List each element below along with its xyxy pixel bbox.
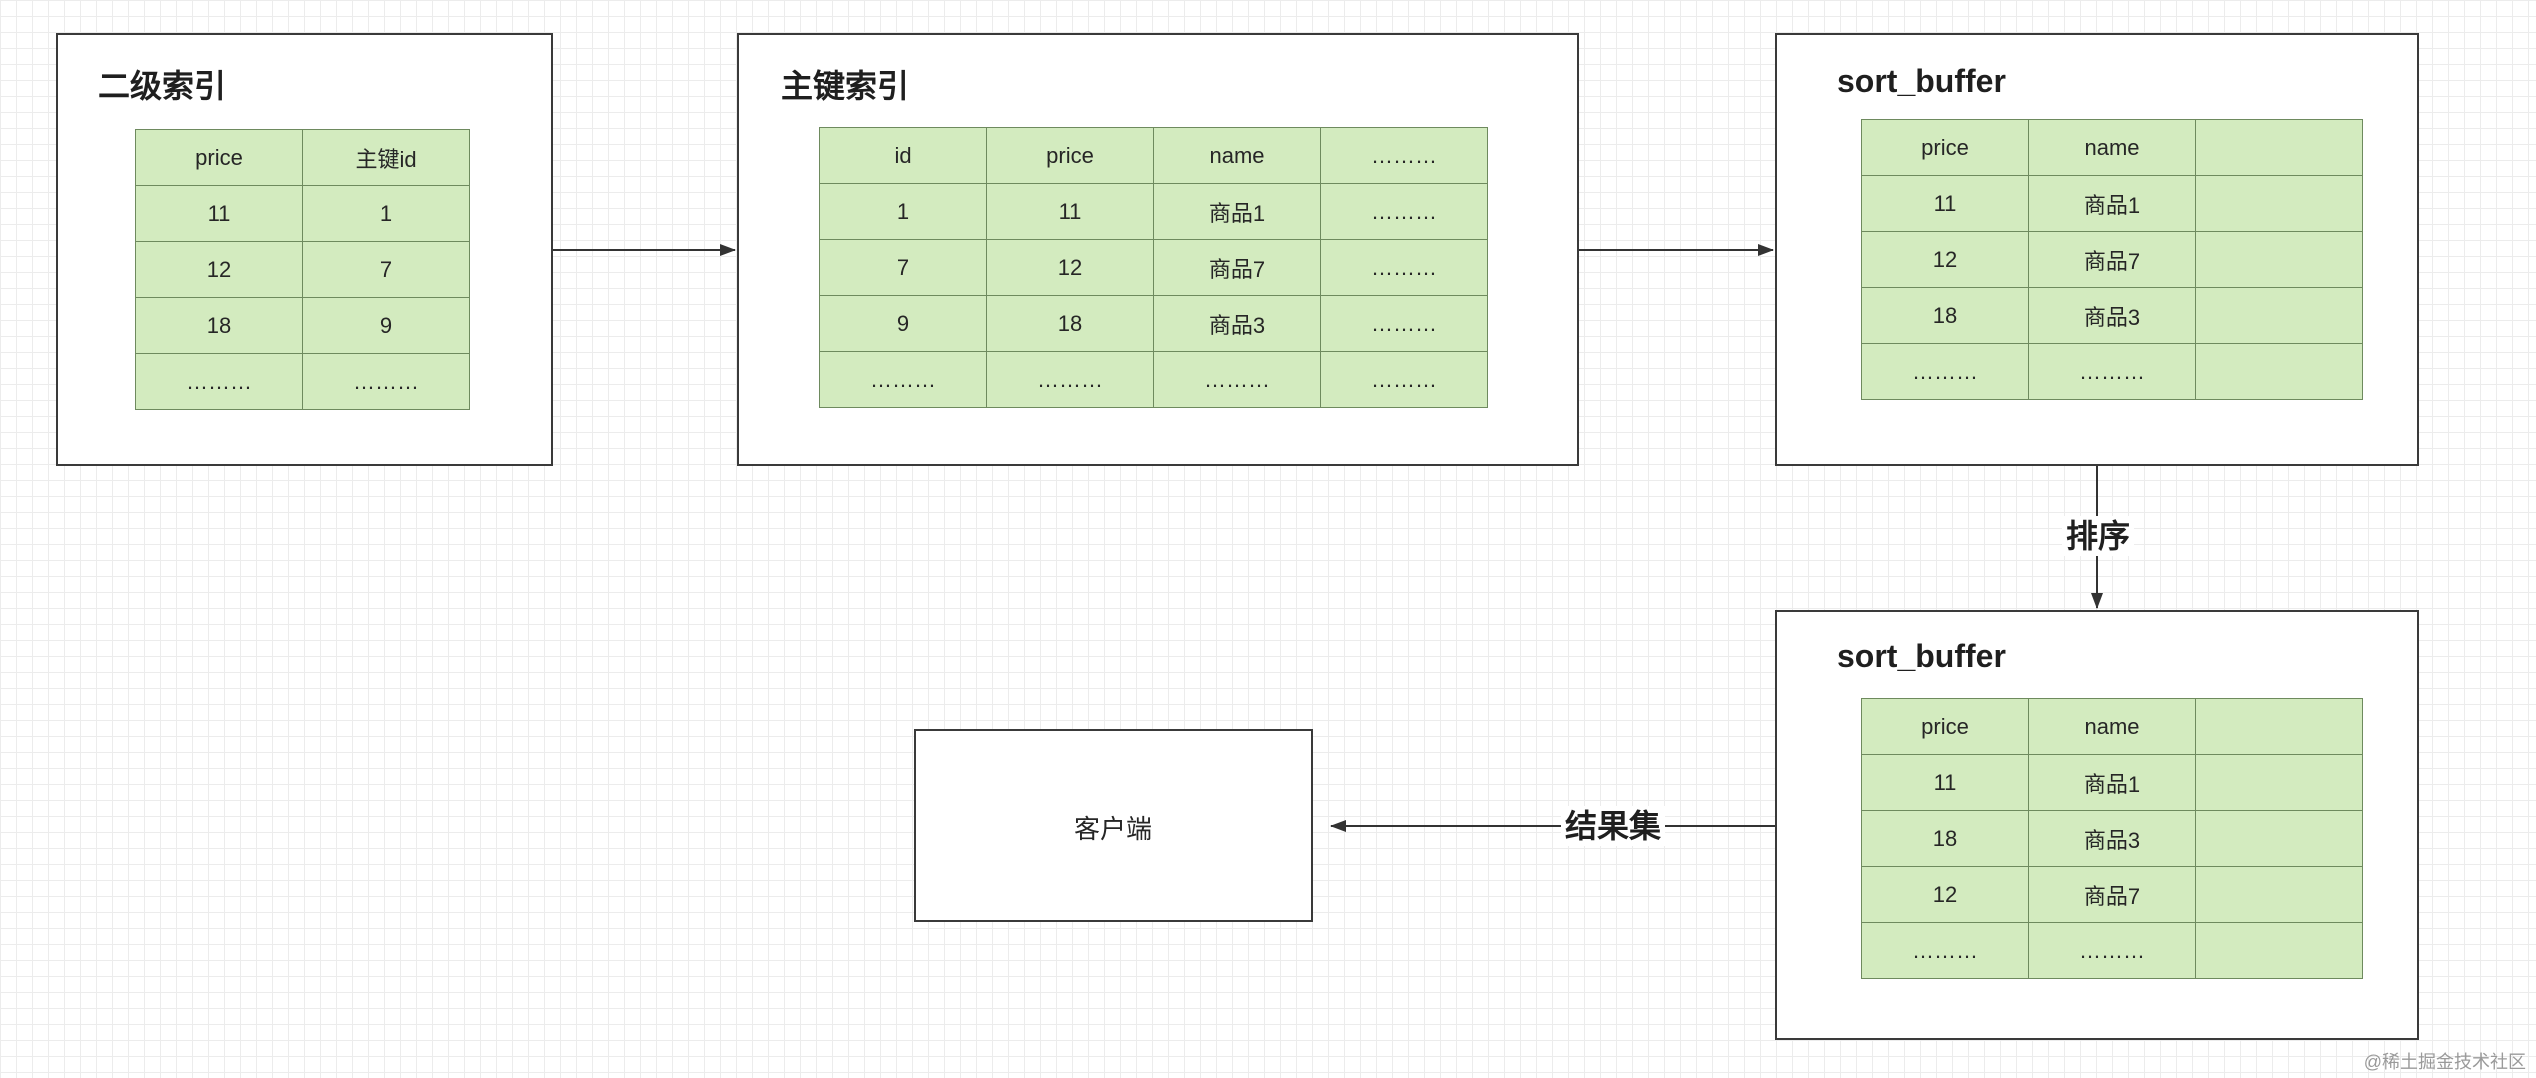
edge-label-sort: 排序 [2062, 516, 2135, 556]
table-cell: 12 [1861, 866, 2029, 923]
table-cell: 11 [986, 183, 1154, 240]
client-node: 客户端 [914, 729, 1313, 922]
table-cell: 18 [1861, 287, 2029, 344]
table-cell: ……… [2028, 343, 2196, 400]
table-cell [2195, 866, 2363, 923]
table-cell: 18 [986, 295, 1154, 352]
table-cell: 12 [1861, 231, 2029, 288]
table-cell [2195, 287, 2363, 344]
table-cell: ……… [1153, 351, 1321, 408]
table-cell [2195, 922, 2363, 979]
table-cell: 18 [135, 297, 303, 354]
table-cell: ……… [1861, 922, 2029, 979]
table-cell: 11 [135, 185, 303, 242]
table-cell: 18 [1861, 810, 2029, 867]
secondary-index-title: 二级索引 [98, 68, 227, 104]
table-cell: ……… [1320, 183, 1488, 240]
table-cell: 9 [819, 295, 987, 352]
table-header-cell: price [986, 127, 1154, 184]
table-cell: ……… [1320, 351, 1488, 408]
table-cell: 11 [1861, 754, 2029, 811]
table-header-cell: ……… [1320, 127, 1488, 184]
table-cell: 12 [986, 239, 1154, 296]
table-row: ……………… [1861, 922, 2363, 979]
table-cell: 7 [819, 239, 987, 296]
table-cell: ……… [1320, 295, 1488, 352]
table-header-cell: name [2028, 698, 2196, 755]
table-cell: ……… [135, 353, 303, 410]
watermark-text: @稀土掘金技术社区 [2363, 1052, 2526, 1072]
table-cell [2195, 231, 2363, 288]
table-row: ……………… [135, 353, 470, 410]
edge-label-result-set: 结果集 [1561, 806, 1666, 846]
sort-buffer-unsorted-title: sort_buffer [1837, 63, 2006, 99]
table-header-cell: price [1861, 698, 2029, 755]
table-header-cell: name [1153, 127, 1321, 184]
table-cell: ……… [302, 353, 470, 410]
sort-buffer-sorted-title: sort_buffer [1837, 638, 2006, 674]
table-cell: ……… [819, 351, 987, 408]
table-cell: ……… [1861, 343, 2029, 400]
table-header-cell: id [819, 127, 987, 184]
table-header-cell [2195, 698, 2363, 755]
table-cell: 9 [302, 297, 470, 354]
table-header-cell: price [1861, 119, 2029, 176]
table-cell: 1 [819, 183, 987, 240]
primary-index-title: 主键索引 [781, 68, 910, 104]
table-cell: 商品1 [2028, 175, 2196, 232]
table-cell: 11 [1861, 175, 2029, 232]
table-row: ……………… [1861, 343, 2363, 400]
table-row: ……………………………… [819, 351, 1488, 408]
client-label: 客户端 [1074, 814, 1153, 844]
table-cell: 商品7 [1153, 239, 1321, 296]
table-cell [2195, 343, 2363, 400]
table-cell [2195, 810, 2363, 867]
table-cell: 商品3 [1153, 295, 1321, 352]
table-cell: 商品7 [2028, 231, 2196, 288]
table-cell [2195, 175, 2363, 232]
table-cell: 商品1 [1153, 183, 1321, 240]
table-cell: 商品7 [2028, 866, 2196, 923]
table-header-cell [2195, 119, 2363, 176]
table-cell: ……… [1320, 239, 1488, 296]
table-header-cell: name [2028, 119, 2196, 176]
table-cell: 12 [135, 241, 303, 298]
table-header-cell: 主键id [302, 129, 470, 186]
table-cell [2195, 754, 2363, 811]
table-cell: ……… [2028, 922, 2196, 979]
table-cell: ……… [986, 351, 1154, 408]
